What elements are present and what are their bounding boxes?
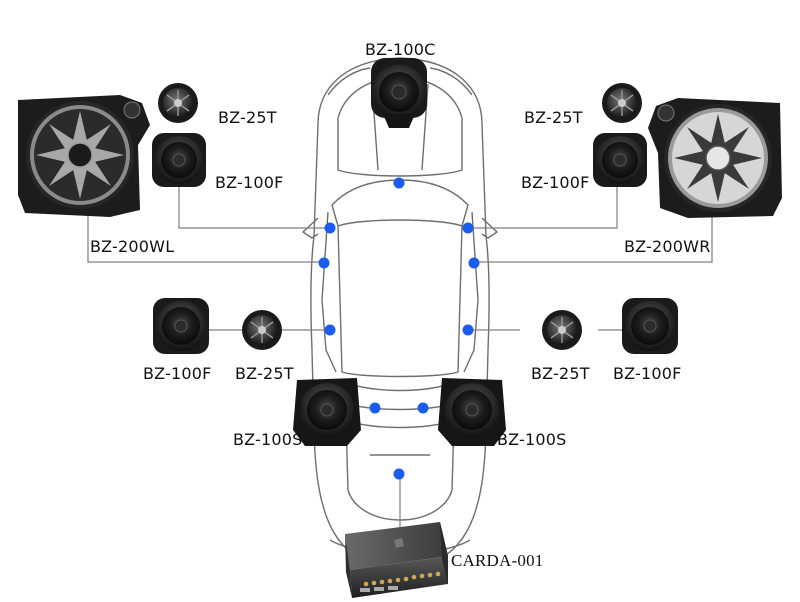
dot-front-right-upper	[462, 222, 474, 234]
label-woofer-left: BZ-200WL	[90, 237, 175, 256]
dot-rear-left	[324, 324, 336, 336]
dot-woofer-right	[468, 257, 480, 269]
sub-left-image	[293, 378, 361, 446]
connection-lines	[87, 180, 713, 530]
label-front-tweeter-left: BZ-25T	[218, 108, 277, 127]
center-speaker	[371, 58, 427, 128]
dot-center	[393, 177, 405, 189]
label-amplifier: CARDA-001	[451, 551, 544, 570]
mid-rear-right-image	[622, 298, 678, 354]
label-front-tweeter-right: BZ-25T	[524, 108, 583, 127]
label-rear-mid-left: BZ-100F	[143, 364, 212, 383]
label-rear-tweeter-left: BZ-25T	[235, 364, 294, 383]
tweeter-front-right-image	[602, 83, 642, 123]
tweeter-front-left-image	[158, 83, 198, 123]
label-center: BZ-100C	[365, 40, 436, 59]
woofer-left-image	[18, 95, 150, 217]
woofer-right-image	[648, 98, 782, 218]
label-woofer-right: BZ-200WR	[624, 237, 711, 256]
dot-sub-right	[417, 402, 429, 414]
label-rear-tweeter-right: BZ-25T	[531, 364, 590, 383]
label-sub-left: BZ-100S	[233, 430, 303, 449]
tweeter-rear-right-image	[542, 310, 582, 350]
mid-front-right-image	[593, 133, 647, 187]
dot-woofer-left	[318, 257, 330, 269]
dot-rear-right	[462, 324, 474, 336]
mid-front-left-image	[152, 133, 206, 187]
connection-dots	[318, 177, 480, 480]
label-rear-mid-right: BZ-100F	[613, 364, 682, 383]
label-front-mid-left: BZ-100F	[215, 173, 284, 192]
label-front-mid-right: BZ-100F	[521, 173, 590, 192]
dot-front-left-upper	[324, 222, 336, 234]
dot-sub-left	[369, 402, 381, 414]
amplifier-image	[345, 522, 448, 598]
label-sub-right: BZ-100S	[497, 430, 567, 449]
tweeter-rear-left-image	[242, 310, 282, 350]
dot-amplifier	[393, 468, 405, 480]
sub-right-image	[438, 378, 506, 446]
mid-rear-left-image	[153, 298, 209, 354]
